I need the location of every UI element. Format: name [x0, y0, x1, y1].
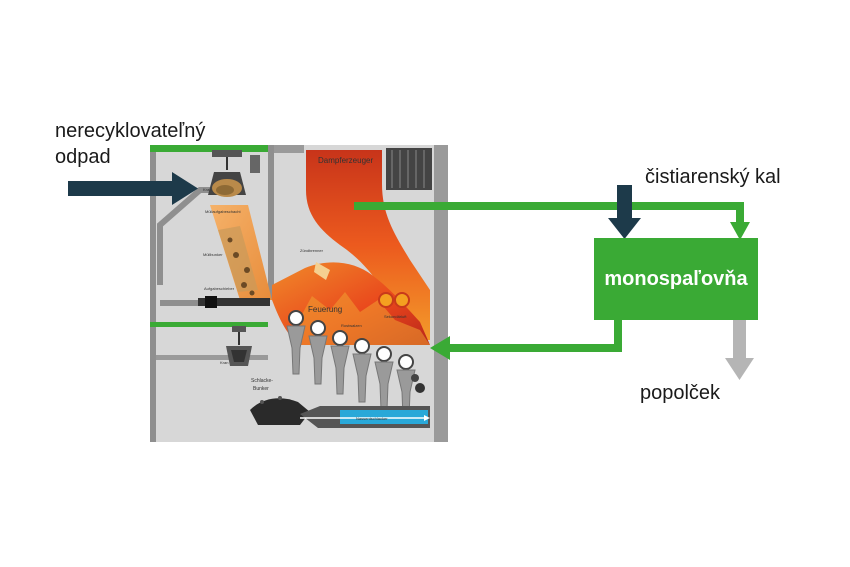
label-input-waste: nerecyklovateľný odpad — [55, 118, 255, 170]
return-arrow — [430, 318, 622, 360]
label-steam-generator: Dampferzeuger — [318, 156, 373, 165]
fly-ash-arrow — [725, 320, 754, 380]
monoincinerator-label: monospaľovňa — [604, 267, 748, 290]
plant-wall-mid — [268, 145, 274, 300]
grate-roller — [332, 330, 348, 346]
secondary-air-icon — [378, 292, 410, 308]
label-secondary-air: Sekundärluft — [384, 314, 407, 319]
ash-hopper — [352, 353, 372, 403]
ash-hopper — [286, 325, 306, 375]
ignition-burner-icon — [314, 262, 330, 280]
label-furnace: Feuerung — [308, 305, 342, 314]
crane-rail-top — [150, 145, 268, 152]
flue-gas-arrow — [354, 202, 750, 240]
label-wet-deslagger: Nassentschlacker — [356, 416, 388, 421]
sludge-input-arrow — [608, 185, 641, 239]
grate-rollers — [288, 310, 414, 370]
grate-roller — [288, 310, 304, 326]
label-waste-chute: Müllaufgabeschacht — [205, 209, 241, 214]
crane-top-icon — [208, 150, 246, 197]
label-output-ash: popolček — [640, 382, 721, 404]
plant-wall-right — [434, 145, 448, 442]
crane-bottom-icon — [226, 326, 252, 366]
label-slag-bunker-2: Bunker — [253, 386, 269, 392]
crane-rail-bottom — [150, 322, 268, 327]
grate-roller — [310, 320, 326, 336]
label-crane-bottom: Kran — [220, 360, 228, 365]
label-crane-top: Kran — [203, 187, 211, 192]
grate-roller — [354, 338, 370, 354]
label-grate: Rostwalzen — [341, 323, 362, 328]
wet-deslagger — [340, 410, 428, 424]
ash-hopper — [330, 345, 350, 395]
label-waste-bunker: Müllbunker — [203, 252, 223, 257]
steam-generator-flue — [306, 150, 430, 340]
label-burner: Zündbrenner — [300, 248, 324, 253]
grate-roller — [376, 346, 392, 362]
feeder-ram — [198, 298, 270, 306]
label-slag-bunker-1: Schlacke- — [251, 378, 273, 384]
label-input-sludge: čistiarenský kal — [645, 166, 781, 188]
slag-pile — [250, 398, 310, 425]
label-feeder: Aufgabeschieber — [204, 286, 235, 291]
plant-wall-left — [150, 145, 156, 442]
ash-hopper — [308, 335, 328, 385]
ash-hoppers — [286, 325, 416, 419]
incineration-plant: Dampferzeuger Kran Müllaufgabeschacht Mü… — [150, 145, 448, 442]
waste-input-arrow — [68, 172, 198, 205]
grate-roller — [398, 354, 414, 370]
label-input-waste-line2: odpad — [55, 146, 111, 168]
label-input-waste-line1: nerecyklovateľný — [55, 120, 206, 142]
monoincinerator-box: monospaľovňa — [594, 238, 758, 320]
